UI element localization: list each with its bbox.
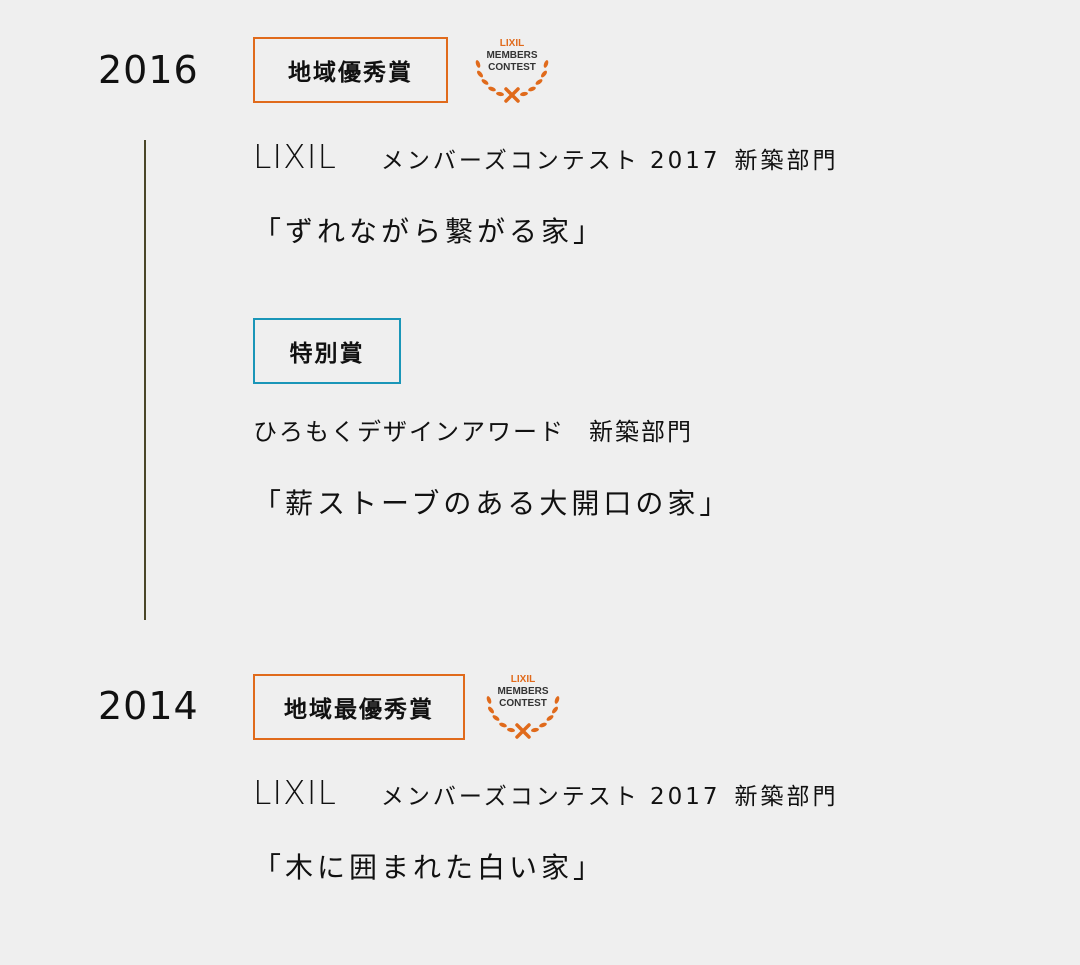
contest-brand: LIXIL	[253, 137, 337, 176]
year-2014: 2014	[98, 684, 199, 728]
contest-department: 新築部門	[734, 784, 839, 810]
contest-line-2014: LIXIL メンバーズコンテスト 2017 新築部門	[253, 773, 839, 812]
emblem-x-mark	[515, 723, 531, 739]
work-title-2016: 「ずれながら繋がる家」	[253, 215, 606, 248]
award-badge-special: 特別賞	[253, 318, 401, 384]
work-title-2014: 「木に囲まれた白い家」	[253, 851, 606, 884]
award-badge-regional-top: 地域最優秀賞	[253, 674, 465, 740]
emblem-line1: LIXIL	[500, 38, 524, 49]
contest-brand: LIXIL	[253, 773, 337, 812]
lixil-members-contest-emblem: LIXIL MEMBERS CONTEST	[486, 674, 560, 739]
contest-department: 新築部門	[734, 148, 839, 174]
work-title-special: 「薪ストーブのある大開口の家」	[253, 487, 732, 520]
emblem-line1: LIXIL	[511, 674, 535, 685]
special-award-line: ひろもくデザインアワード新築部門	[253, 412, 693, 447]
special-award-department: 新築部門	[589, 418, 693, 446]
lixil-members-contest-emblem: LIXIL MEMBERS CONTEST	[475, 38, 549, 103]
contest-name: メンバーズコンテスト 2017	[380, 784, 721, 810]
timeline-line	[144, 140, 146, 620]
award-badge-regional-excellence: 地域優秀賞	[253, 37, 448, 103]
emblem-x-mark	[504, 87, 520, 103]
contest-line-2016: LIXIL メンバーズコンテスト 2017 新築部門	[253, 137, 839, 176]
emblem-line3: CONTEST	[488, 62, 536, 73]
emblem-line2: MEMBERS	[486, 50, 537, 61]
emblem-line3: CONTEST	[499, 698, 547, 709]
year-2016: 2016	[98, 48, 199, 92]
special-award-name: ひろもくデザインアワード	[253, 418, 565, 446]
emblem-line2: MEMBERS	[497, 686, 548, 697]
contest-name: メンバーズコンテスト 2017	[380, 148, 721, 174]
